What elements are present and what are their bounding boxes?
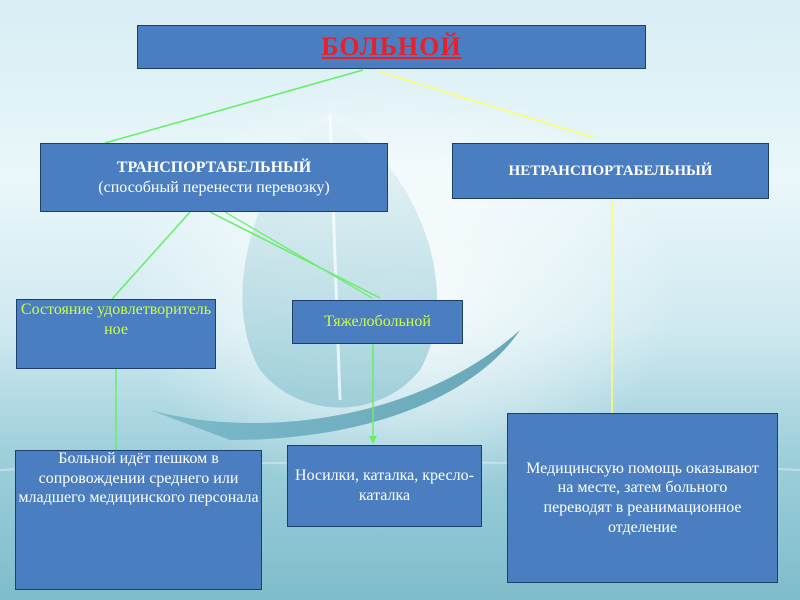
- root-label: БОЛЬНОЙ: [321, 32, 462, 62]
- state-satisfactory-node: Состояние удовлетворительное: [16, 299, 216, 369]
- connector-trans-severe-2: [224, 211, 373, 299]
- walk-node: Больной идёт пешком в сопровождении сред…: [15, 450, 262, 590]
- on-site-label: Медицинскую помощь оказывают на месте, з…: [526, 459, 759, 536]
- on-site-node: Медицинскую помощь оказывают на месте, з…: [507, 413, 778, 583]
- transportable-node: ТРАНСПОРТАБЕЛЬНЫЙ (способный перенести п…: [40, 143, 388, 212]
- transportable-subtitle: (способный перенести перевозку): [98, 178, 330, 196]
- connector-trans-severe-1: [209, 211, 381, 299]
- connector-root-nontransportable: [379, 71, 596, 139]
- root-node: БОЛЬНОЙ: [137, 25, 646, 69]
- walk-label: Больной идёт пешком в сопровождении сред…: [18, 450, 259, 507]
- severe-node: Тяжелобольной: [292, 300, 463, 344]
- severe-label: Тяжелобольной: [324, 313, 431, 331]
- stretcher-label: Носилки, каталка, кресло-каталка: [295, 467, 474, 504]
- boat-leaf: [150, 330, 520, 440]
- transportable-title: ТРАНСПОРТАБЕЛЬНЫЙ: [116, 158, 312, 176]
- connector-root-transportable: [104, 69, 364, 144]
- non-transportable-label: НЕТРАНСПОРТАБЕЛЬНЫЙ: [508, 162, 713, 179]
- arrowhead-stretcher: [369, 436, 377, 444]
- connector-trans-state: [111, 211, 191, 300]
- stretcher-node: Носилки, каталка, кресло-каталка: [287, 445, 482, 527]
- non-transportable-node: НЕТРАНСПОРТАБЕЛЬНЫЙ: [452, 143, 769, 199]
- state-satisfactory-label: Состояние удовлетворительное: [20, 301, 212, 338]
